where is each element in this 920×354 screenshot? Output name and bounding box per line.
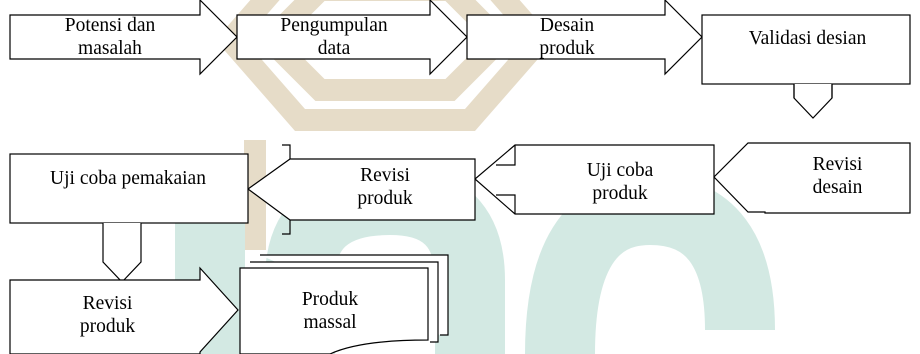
- step-revisi-produk-2: [9, 266, 239, 354]
- step-revisi-produk-1: [246, 144, 476, 235]
- step-potensi: [9, 0, 238, 76]
- step-revisi-desain: [713, 142, 911, 214]
- step-produk-massal: [239, 254, 449, 354]
- step-desain: [466, 0, 703, 76]
- label-uji-pemakaian: Uji coba pemakaian: [50, 168, 206, 189]
- step-uji-produk: [474, 144, 715, 215]
- step-pengumpulan: [236, 0, 468, 76]
- connector-down-right: [793, 84, 833, 119]
- label-validasi: Validasi desian: [748, 28, 867, 49]
- connector-down-left: [102, 223, 142, 283]
